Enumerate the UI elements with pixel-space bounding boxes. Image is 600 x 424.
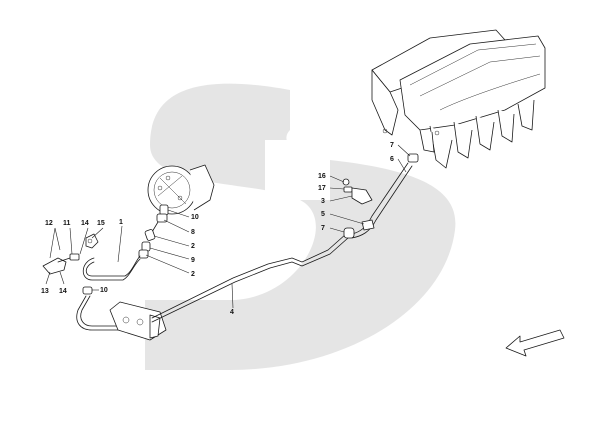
callout-4: 4 [230, 309, 234, 316]
callout-10-right: 10 [191, 214, 199, 221]
pipe-clamp [343, 227, 355, 239]
pipe-bracket [109, 301, 167, 341]
callout-14-top: 14 [81, 220, 89, 227]
hose-clamp [82, 286, 93, 295]
callout-13: 13 [41, 288, 49, 295]
vacuum-pipe-to-manifold [351, 165, 413, 239]
vacuum-pipe-long [151, 237, 349, 323]
leader-lines [45, 144, 411, 309]
callout-9: 9 [191, 257, 195, 264]
sensor-fitting-cluster [42, 233, 99, 275]
vacuum-hose-lower [76, 295, 125, 331]
front-direction-arrow-icon [505, 329, 565, 357]
callout-3: 3 [321, 198, 325, 205]
callout-labels: 12 11 14 15 1 13 14 10 10 8 2 9 2 4 16 1… [41, 142, 394, 316]
callout-6: 6 [390, 156, 394, 163]
callout-1: 1 [119, 219, 123, 226]
callout-11: 11 [63, 220, 71, 227]
callout-2-upper: 2 [191, 243, 195, 250]
bracket-clip-set [342, 178, 373, 205]
callout-8: 8 [191, 229, 195, 236]
intake-manifold [371, 29, 546, 169]
brake-servo [147, 164, 215, 215]
pipe-connector [361, 219, 375, 231]
callout-5: 5 [321, 211, 325, 218]
callout-15: 15 [97, 220, 105, 227]
vacuum-hose-upper [85, 255, 141, 277]
check-valve-assembly [138, 204, 169, 259]
callout-14-bottom: 14 [59, 288, 67, 295]
callout-16: 16 [318, 173, 326, 180]
watermark-logo [145, 83, 456, 370]
callout-2-lower: 2 [191, 271, 195, 278]
manifold-fitting [407, 153, 419, 163]
callout-17: 17 [318, 185, 326, 192]
callout-7-lower: 7 [321, 225, 325, 232]
callout-10-left: 10 [100, 287, 108, 294]
callout-7-upper: 7 [390, 142, 394, 149]
callout-12: 12 [45, 220, 53, 227]
